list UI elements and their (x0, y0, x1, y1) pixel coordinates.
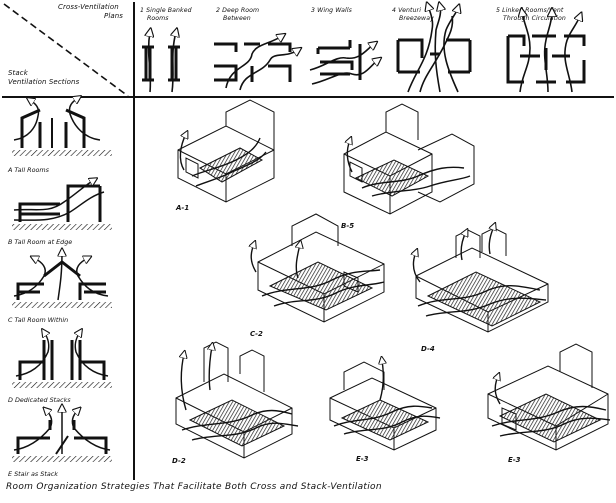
iso-d4-drawing (413, 226, 548, 332)
iso-b5-drawing (344, 104, 474, 214)
iso-e3-drawing-2 (488, 344, 610, 450)
iso-a1-drawing (178, 100, 274, 202)
iso-c2-drawing (251, 214, 384, 322)
iso-e3-drawing-1 (330, 360, 440, 450)
iso-d2-drawing (176, 342, 298, 458)
figure-caption: Room Organization Strategies That Facili… (6, 482, 382, 492)
